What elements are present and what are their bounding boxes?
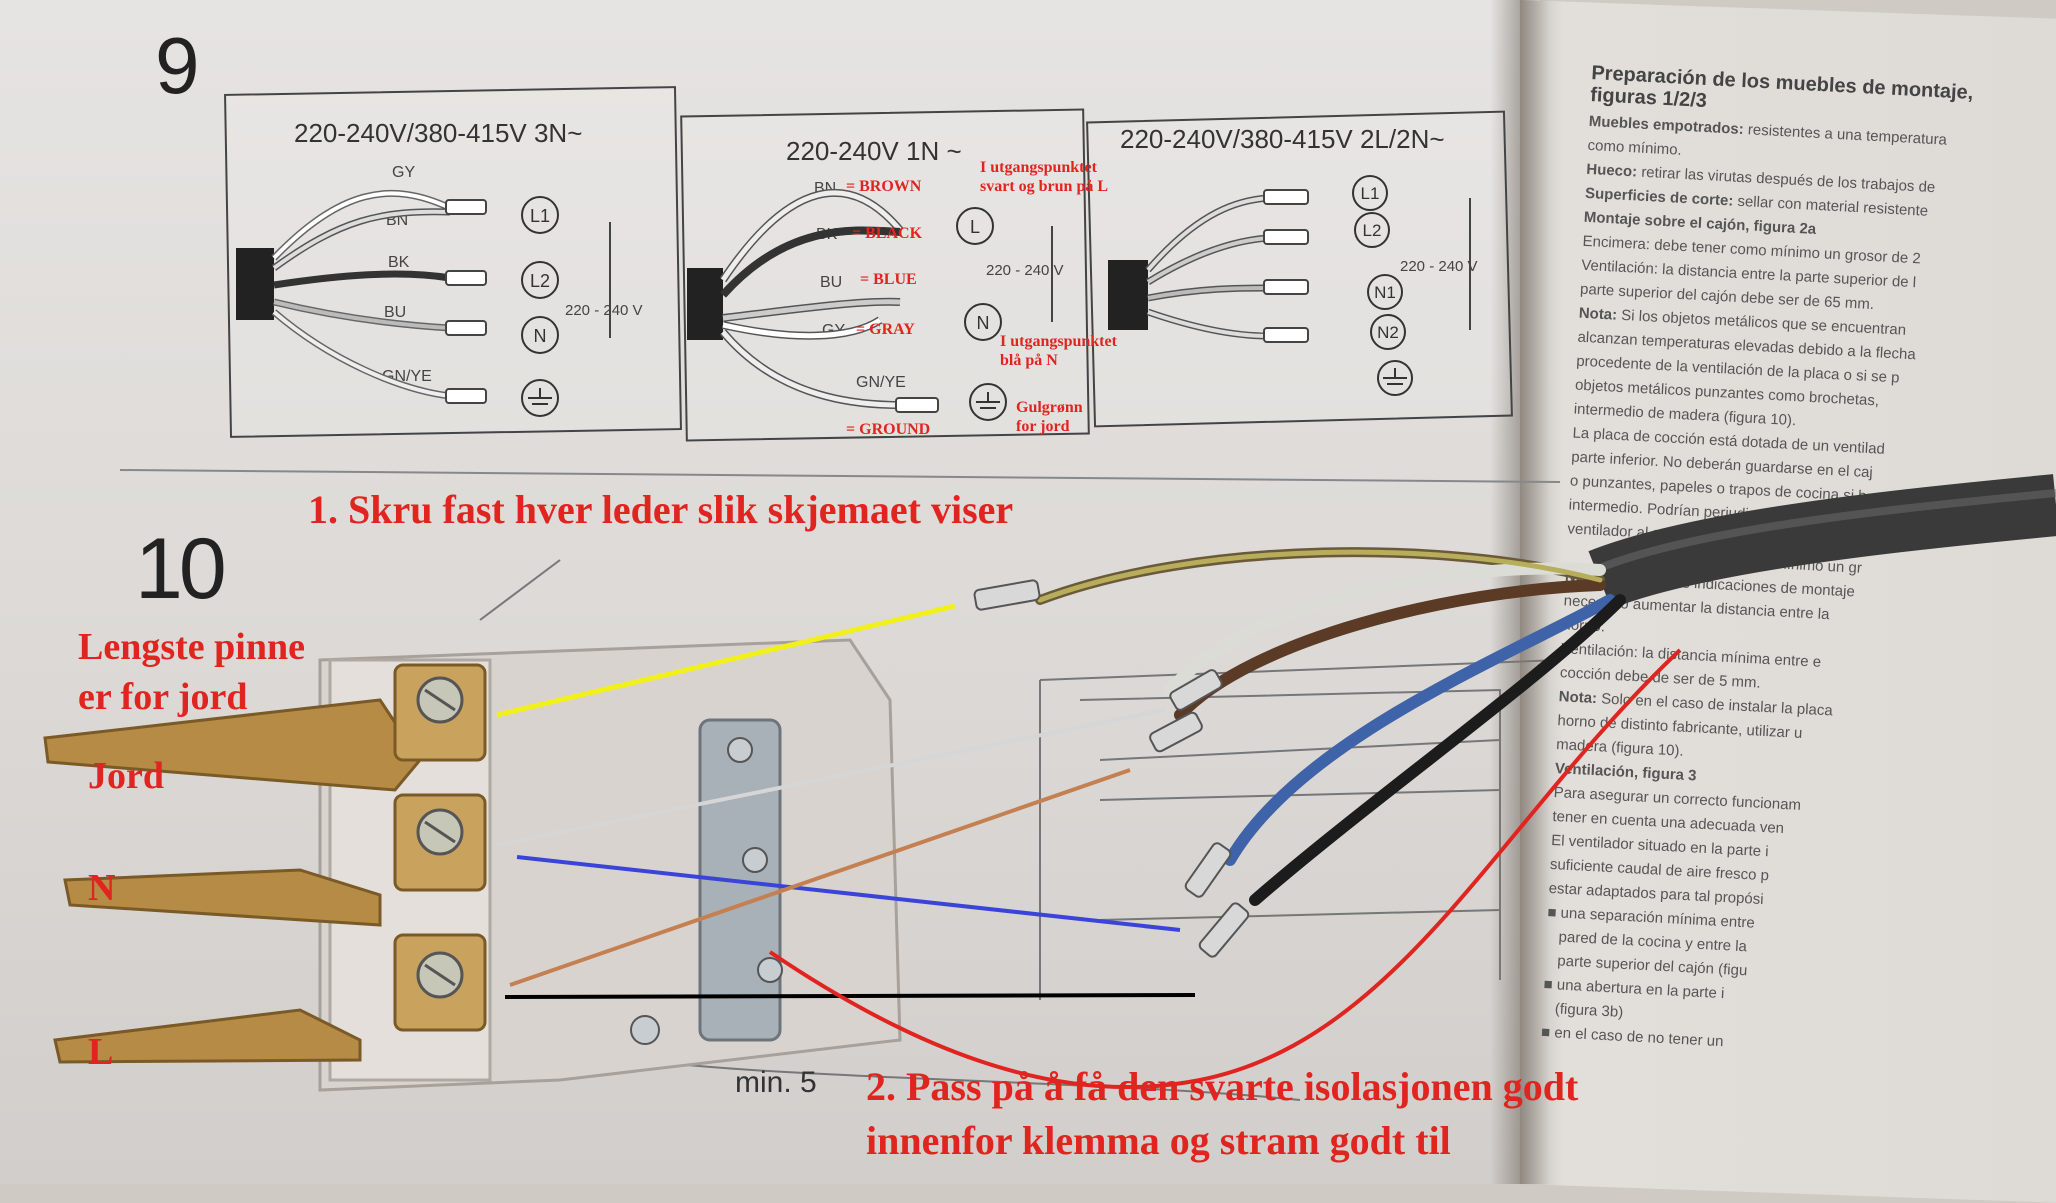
voltage-label-3n: 220-240V/380-415V 3N~ (294, 118, 583, 148)
wire-label-bu-2: BU (820, 274, 843, 291)
terminal-n1-3: N1 (1374, 283, 1396, 302)
terminal-n-2: N (977, 313, 990, 333)
wires-diagram-3 (1145, 194, 1269, 340)
cable-end-3 (1108, 260, 1148, 330)
terminal-labels-diagram-1: L1 L2 N (530, 206, 550, 346)
plug-pins (43, 698, 422, 1064)
dimension-label-1: 220 - 240 V (565, 302, 643, 319)
conductor-ferrules (973, 579, 1250, 958)
terminal-l2-3: L2 (1363, 221, 1382, 240)
cable-end-1 (236, 248, 274, 320)
terminal-labels-diagram-3: L1 L2 N1 N2 (1361, 184, 1399, 342)
annotation-brown: = BROWN (846, 178, 922, 195)
terminals-diagram-3 (1352, 175, 1413, 396)
annotation-ground: = GROUND (846, 421, 931, 438)
wires-diagram-2 (719, 188, 904, 409)
terminal-labels-diagram-2: L N (970, 217, 990, 333)
voltage-label-1n: 220-240V 1N ~ (786, 136, 962, 166)
annotation-n: N (88, 867, 116, 909)
terminal-n-1: N (534, 326, 547, 346)
terminal-n2-3: N2 (1377, 323, 1399, 342)
ferrules-diagram-2 (895, 397, 939, 413)
annotation-blue: = BLUE (860, 271, 917, 288)
dimension-label-3: 220 - 240 V (1400, 258, 1478, 275)
instruction-2: 2. Pass på å få den svarte isolasjonen g… (866, 1064, 1579, 1163)
wire-label-bu-1: BU (384, 304, 407, 321)
guide-line-orange (509, 768, 1131, 987)
step-number-10: 10 (135, 521, 227, 617)
guide-line-gray (496, 708, 1166, 847)
terminal-l2-1: L2 (530, 271, 550, 291)
voltage-label-2l2n: 220-240V/380-415V 2L/2N~ (1120, 124, 1445, 154)
instruction-1: 1. Skru fast hver leder slik skjemaet vi… (308, 487, 1014, 532)
wire-label-gy-1: GY (392, 164, 416, 181)
ground-symbol-1 (528, 388, 552, 405)
conductors (1035, 547, 1626, 906)
annotation-gray: = GRAY (856, 321, 915, 338)
terminals-diagram-1 (521, 196, 559, 417)
cable-end-2 (687, 268, 723, 340)
red-pointer-curve (768, 648, 1682, 1089)
dimension-label-2: 220 - 240 V (986, 262, 1064, 279)
section-divider (119, 469, 1561, 483)
wires-diagram-1 (271, 189, 452, 400)
guide-line-yellow (496, 603, 956, 718)
ferrules-diagram-1 (445, 199, 487, 404)
ground-symbol-3 (1383, 368, 1407, 385)
annotation-jord: Jord (88, 755, 164, 797)
ferrules-diagram-3 (1263, 189, 1309, 343)
wire-label-bk-1: BK (388, 254, 410, 271)
guide-line-blue (516, 855, 1181, 932)
wire-label-gnye-2: GN/YE (856, 374, 906, 391)
step-number-9: 9 (155, 21, 200, 110)
annotation-black: = BLACK (852, 225, 923, 242)
ground-symbol-2 (976, 392, 1000, 409)
screw-slots (424, 688, 456, 987)
annotation-l: L (88, 1031, 114, 1073)
guide-line-black (504, 993, 1196, 999)
terminal-l1-1: L1 (530, 206, 550, 226)
terminal-l1-3: L1 (1361, 184, 1380, 203)
main-cable (1588, 474, 2056, 609)
terminals-diagram-2 (956, 207, 1007, 421)
min-dimension-label: min. 5 (735, 1066, 817, 1099)
terminal-l-2: L (970, 217, 980, 237)
